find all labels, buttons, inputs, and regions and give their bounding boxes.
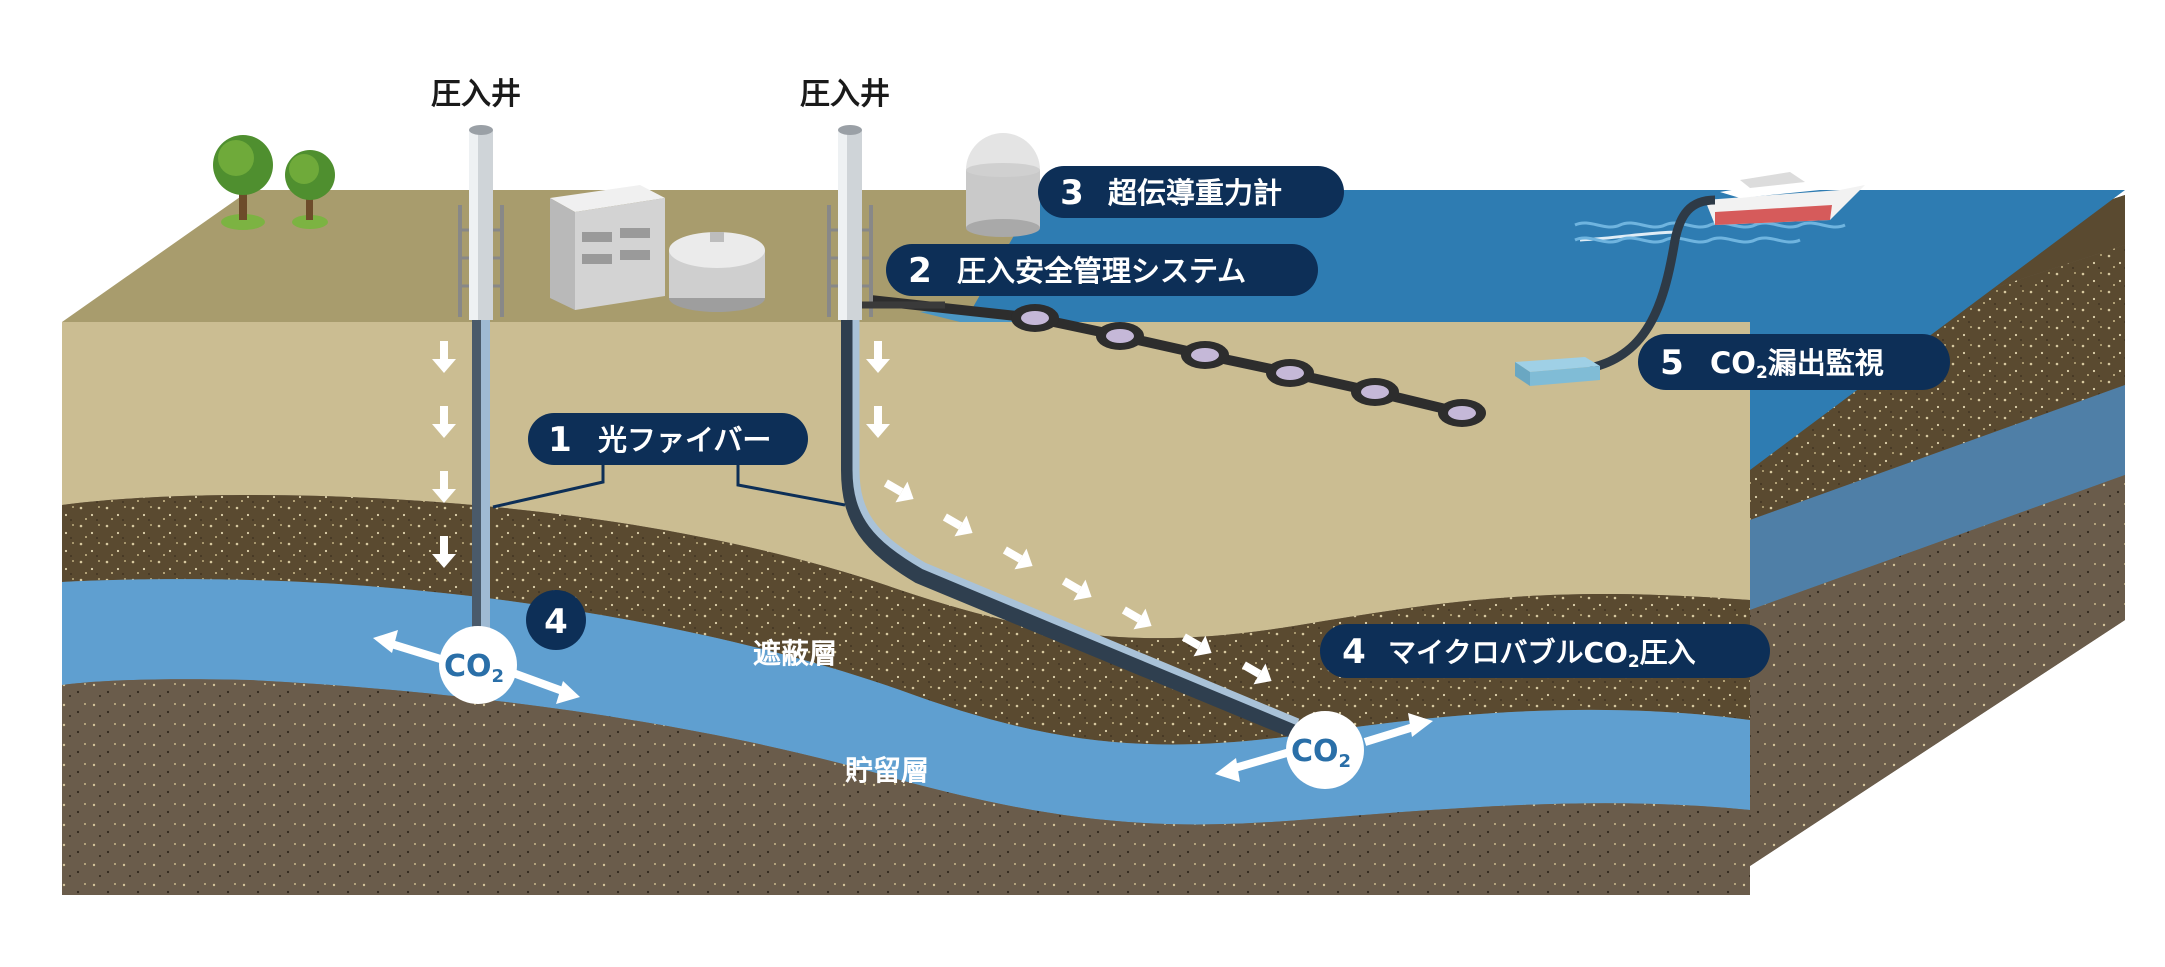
co2-label: CO: [1583, 636, 1627, 669]
co2-label: CO: [1291, 734, 1339, 769]
co2-label: CO: [444, 649, 492, 684]
sensor-node-icon: [1351, 378, 1399, 406]
well-label: 圧入井: [431, 77, 521, 112]
callout-number: 2: [908, 251, 932, 291]
cap-rock-label: 遮蔽層: [753, 637, 837, 670]
sensor-node-icon: [1181, 341, 1229, 369]
reservoir-label: 貯留層: [845, 754, 929, 787]
callout-superconducting-gravimeter: 3 超伝導重力計: [1038, 166, 1344, 218]
sensor-node-icon: [1011, 304, 1059, 332]
co2-label: CO: [1710, 346, 1756, 380]
callout-number: 4: [1342, 632, 1366, 672]
callout-text: マイクロバブル: [1388, 636, 1583, 669]
callout-text-suffix: 漏出監視: [1768, 346, 1884, 380]
callout-microbubble-injection: 4 マイクロバブルCO2圧入: [1320, 624, 1770, 678]
callout-text: 圧入安全管理システム: [957, 254, 1246, 288]
well-label: 圧入井: [800, 77, 890, 112]
co2-subscript: 2: [1756, 363, 1768, 383]
co2-subscript: 2: [1628, 652, 1640, 672]
svg-text:CO2漏出監視: CO2漏出監視: [1710, 346, 1884, 383]
sensor-node-icon: [1266, 359, 1314, 387]
gravimeter-dome-icon: [966, 133, 1040, 237]
callout-number: 1: [548, 420, 572, 460]
callout-optical-fiber: 1 光ファイバー: [528, 413, 808, 465]
block-front-face: [62, 322, 1750, 895]
storage-tank-icon: [669, 232, 765, 312]
callout-number: 3: [1060, 173, 1084, 213]
callout-number: 5: [1660, 343, 1684, 383]
callout-co2-leak-monitoring: 5 CO2漏出監視: [1638, 334, 1950, 390]
callout-number-badge: 4: [526, 590, 586, 650]
callout-text: 超伝導重力計: [1108, 176, 1282, 210]
co2-subscript: 2: [492, 666, 505, 687]
svg-text:マイクロバブルCO2圧入: マイクロバブルCO2圧入: [1388, 636, 1696, 672]
sensor-node-icon: [1438, 399, 1486, 427]
facility-building-icon: [550, 185, 665, 310]
callout-number: 4: [544, 602, 568, 642]
sensor-node-icon: [1096, 322, 1144, 350]
callout-text-suffix: 圧入: [1640, 636, 1696, 669]
co2-subscript: 2: [1339, 751, 1352, 772]
callout-injection-safety-system: 2 圧入安全管理システム: [886, 244, 1318, 296]
callout-text: 光ファイバー: [598, 423, 771, 457]
